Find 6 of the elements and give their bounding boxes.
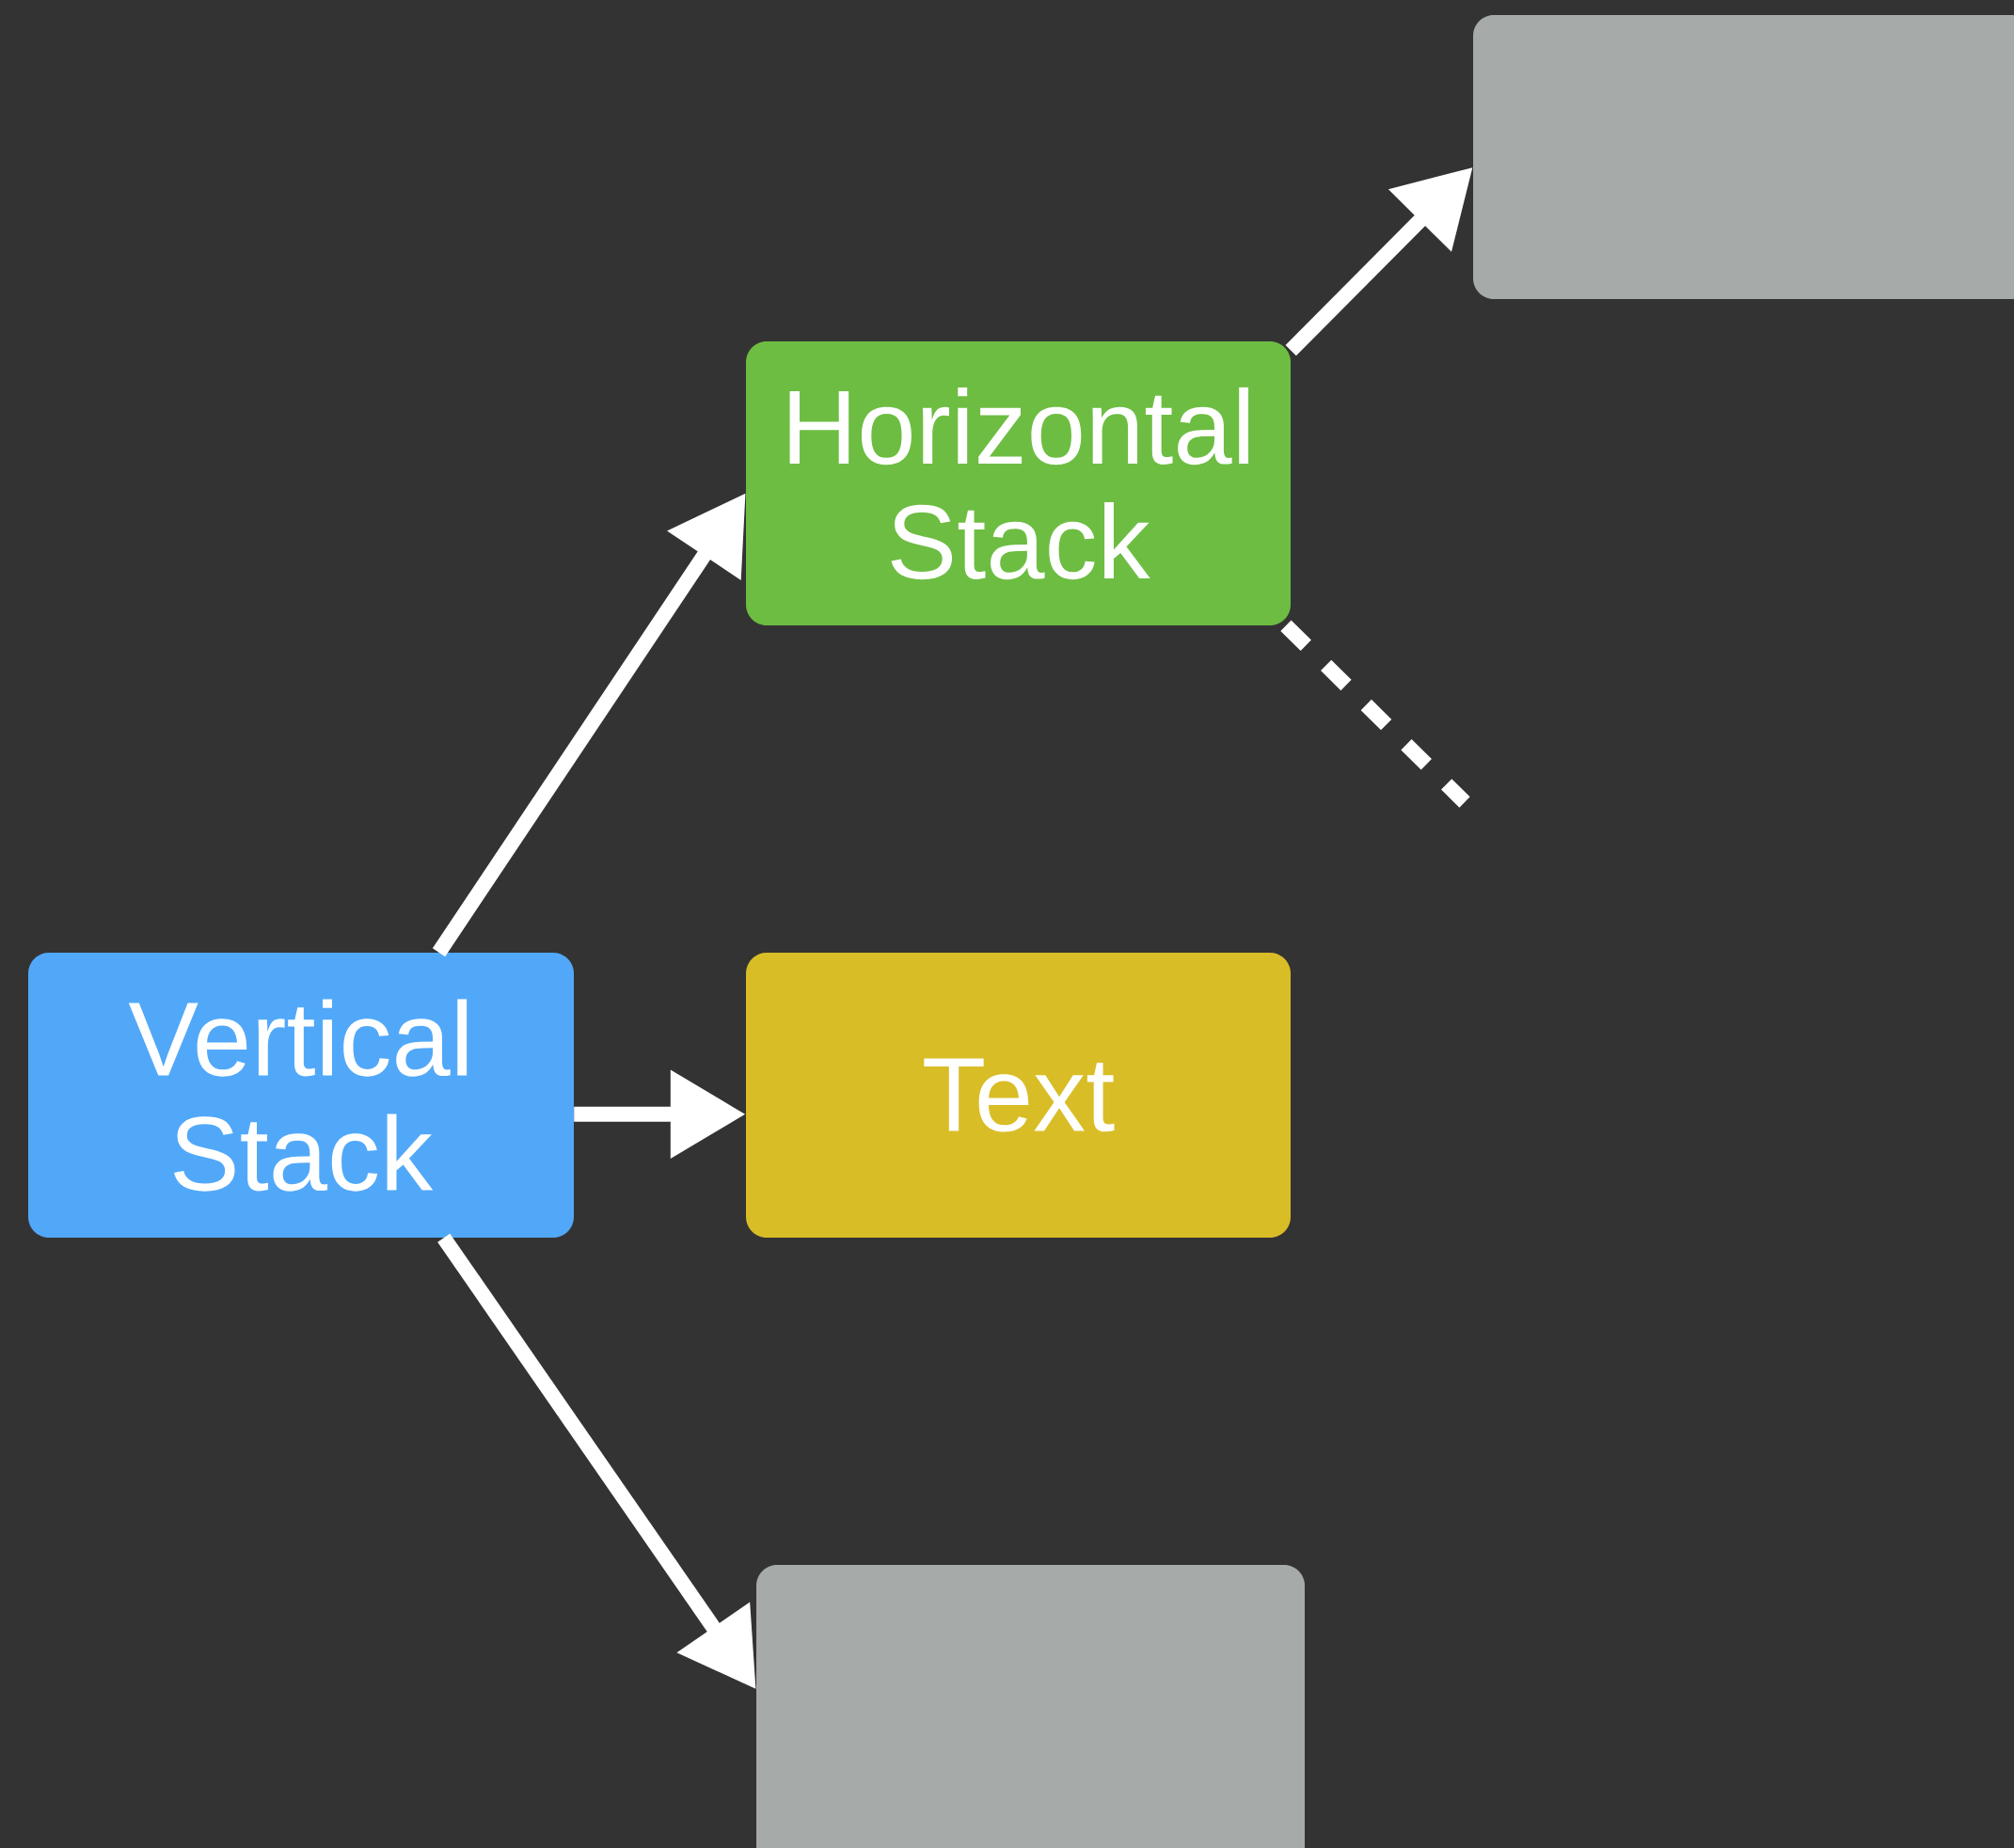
stack-box: Vertical Stack bbox=[28, 953, 574, 1238]
stack-box: Horizontal Stack bbox=[746, 341, 1291, 625]
stack-box: Text bbox=[746, 953, 1291, 1238]
placeholder-box bbox=[756, 1565, 1305, 1848]
dashed-line bbox=[1280, 620, 1470, 808]
placeholder-box bbox=[1473, 15, 2014, 299]
